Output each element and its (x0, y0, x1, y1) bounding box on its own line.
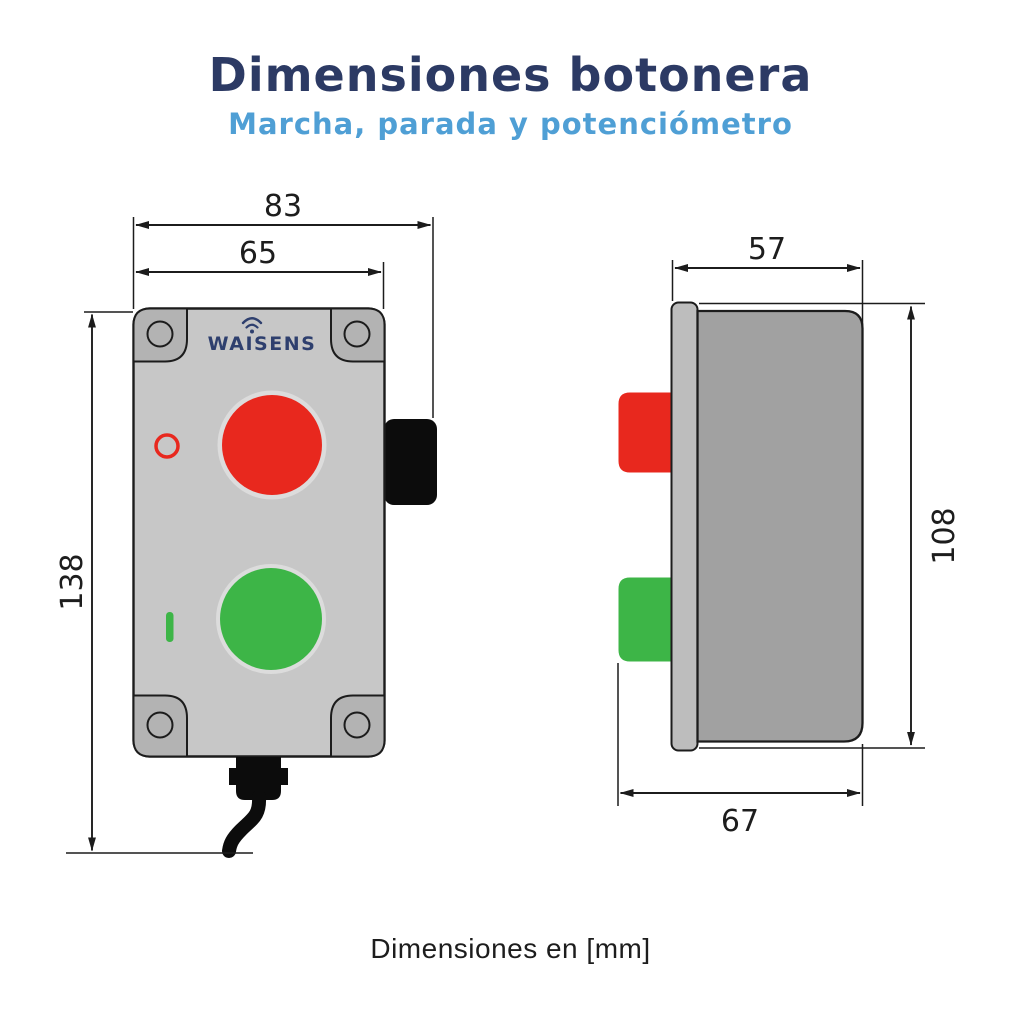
wifi-signal-icon (241, 317, 263, 325)
dim-side-total-depth: 67 (617, 663, 864, 839)
dim-label: 138 (55, 553, 90, 610)
stop-button-side (618, 392, 674, 473)
run-button (220, 568, 322, 670)
units-note: Dimensiones en [mm] (370, 933, 651, 964)
dim-front-body-width: 65 (135, 236, 385, 309)
stop-button (222, 395, 322, 495)
dim-label: 108 (927, 507, 962, 564)
wifi-signal-icon (245, 323, 259, 329)
dim-side-height: 108 (699, 302, 962, 749)
enclosure-front-body (132, 307, 386, 758)
dim-side-depth: 57 (671, 232, 864, 329)
potentiometer-knob-side (384, 419, 437, 505)
page-subtitle: Marcha, parada y potenciómetro (228, 107, 793, 141)
side-view: 57 108 67 (617, 232, 962, 839)
page-title: Dimensiones botonera (208, 48, 813, 102)
dim-front-height: 138 (55, 311, 253, 854)
screw-hole-icon (146, 320, 174, 348)
screw-hole-icon (343, 711, 371, 739)
cable-gland (229, 757, 288, 800)
dim-label: 65 (239, 236, 277, 271)
wifi-dot-icon (250, 329, 254, 334)
brand-logo: WAISENS (208, 317, 317, 355)
dim-front-total-width: 83 (132, 189, 434, 418)
dim-label: 57 (748, 232, 786, 267)
stop-indicator-o-icon (154, 433, 180, 459)
dim-label: 67 (721, 804, 759, 839)
run-indicator-i-icon (166, 612, 174, 642)
enclosure-side-body (696, 309, 864, 743)
run-button-side (618, 577, 674, 662)
dim-label: 83 (264, 189, 302, 224)
mounting-flange (670, 301, 699, 752)
screw-hole-icon (343, 320, 371, 348)
screw-hole-icon (146, 711, 174, 739)
front-view: WAISENS 83 (55, 189, 437, 858)
cable (222, 790, 267, 858)
brand-logo-text: WAISENS (208, 333, 317, 355)
